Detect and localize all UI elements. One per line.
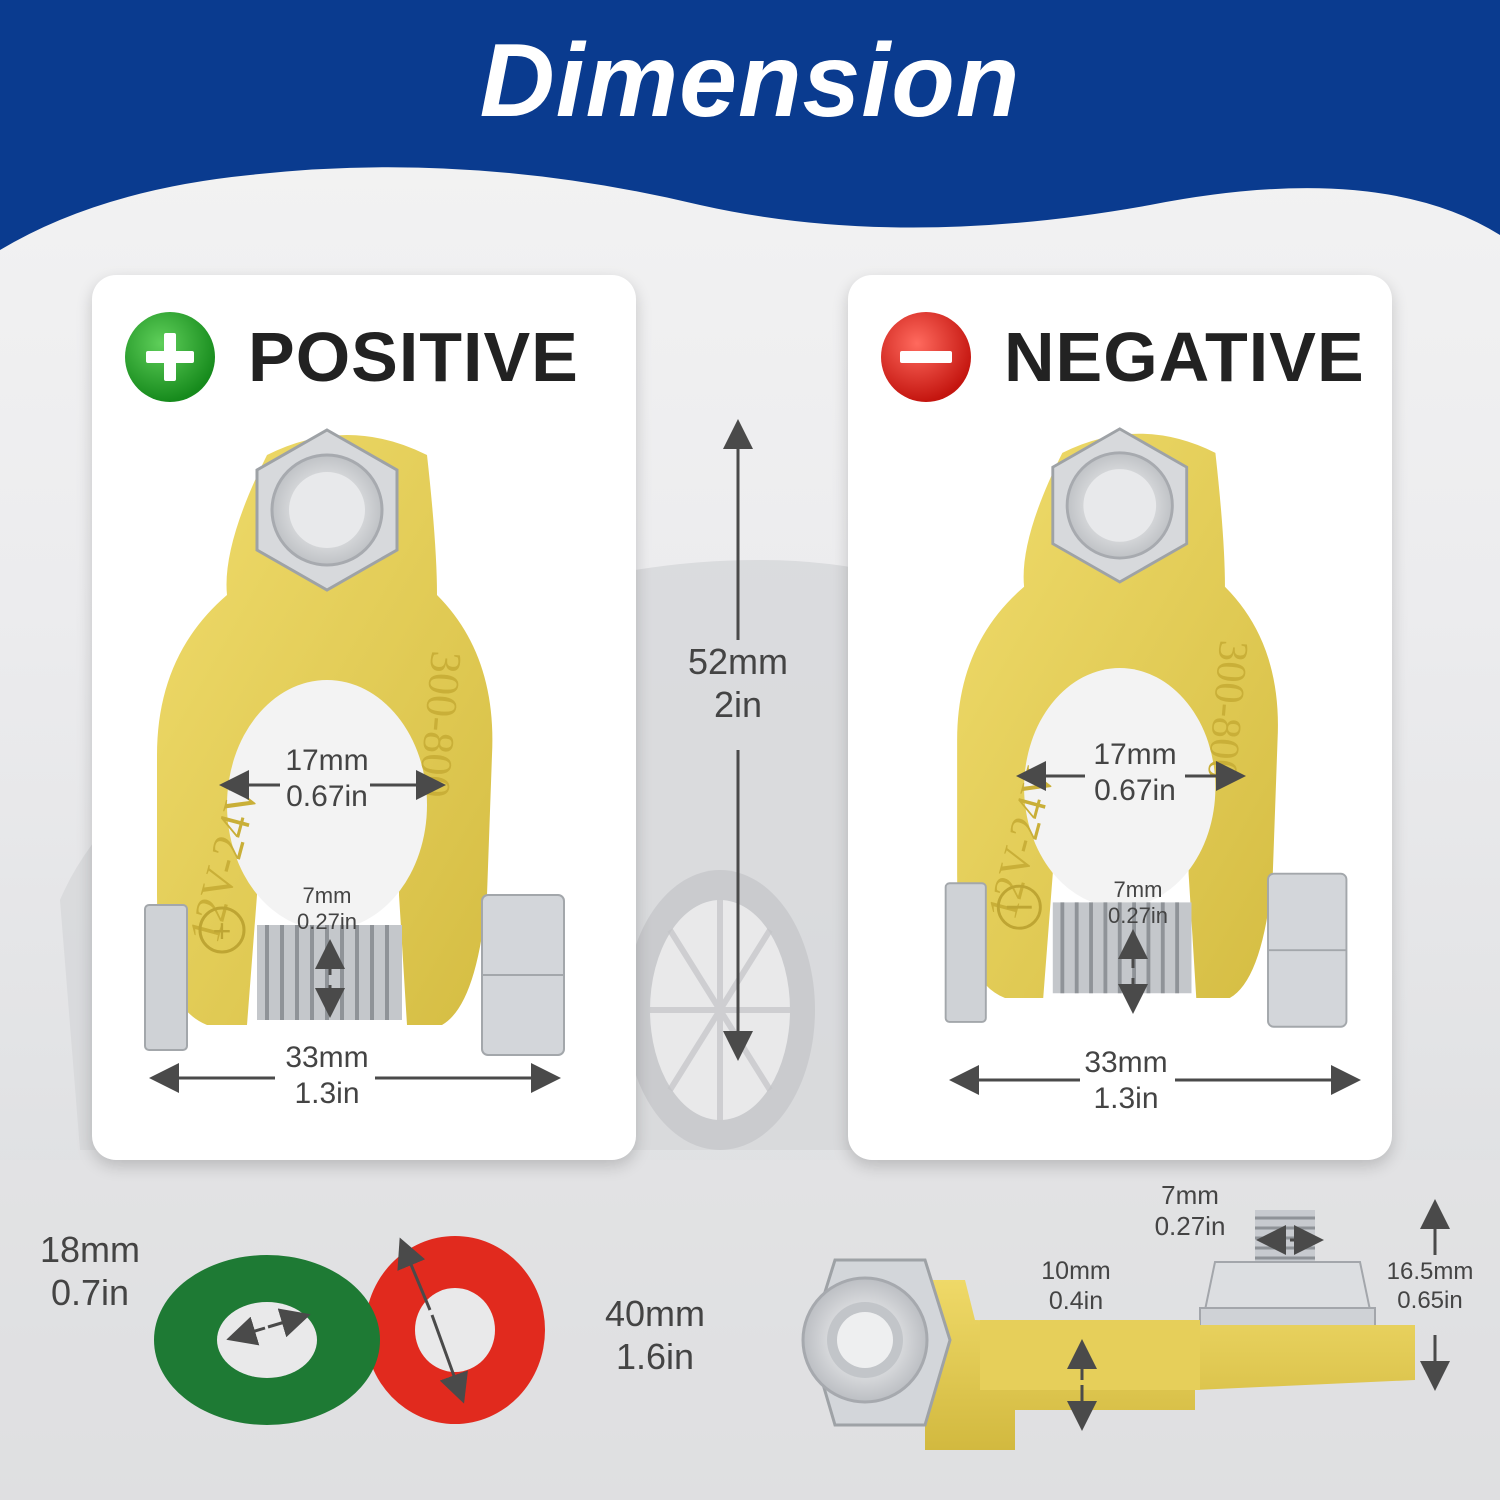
positive-bolt-mm: 7mm xyxy=(302,883,352,908)
washer-inner-in: 0.7in xyxy=(50,1272,130,1314)
plus-icon xyxy=(124,311,216,403)
positive-label: POSITIVE xyxy=(248,318,579,396)
height-in: 2in xyxy=(713,684,763,726)
side-thickness-mm: 10mm xyxy=(1041,1257,1111,1285)
negative-clamp-image: 12V-24V 300-800 xyxy=(944,427,1348,1028)
negative-hole-in: 0.67in xyxy=(1094,774,1176,807)
negative-label: NEGATIVE xyxy=(1004,318,1365,396)
positive-width-in: 1.3in xyxy=(294,1077,360,1110)
header-banner xyxy=(0,0,1500,250)
side-thickness-dimension: 10mm 0.4in xyxy=(1028,1256,1124,1316)
washer-outer-dimension: 40mm 1.6in xyxy=(590,1292,720,1378)
side-height-in: 0.65in xyxy=(1397,1286,1463,1314)
washer-outer-in: 1.6in xyxy=(615,1336,695,1378)
positive-card-header: POSITIVE xyxy=(124,311,579,403)
negative-hole-dimension: 17mm 0.67in xyxy=(1060,737,1210,809)
positive-hole-in: 0.67in xyxy=(286,780,368,813)
washer-inner-dimension: 18mm 0.7in xyxy=(25,1228,155,1314)
negative-width-mm: 33mm xyxy=(1084,1046,1168,1079)
positive-width-dimension: 33mm 1.3in xyxy=(277,1040,377,1112)
negative-bolt-in: 0.27in xyxy=(1108,903,1168,929)
page-title: Dimension xyxy=(479,23,1021,139)
side-height-dimension: 16.5mm 0.65in xyxy=(1380,1258,1480,1316)
felt-washers-image xyxy=(154,1236,545,1425)
minus-icon xyxy=(880,311,972,403)
positive-width-mm: 33mm xyxy=(285,1041,369,1074)
positive-card: POSITIVE 12V-24V 300-800 + xyxy=(92,275,636,1160)
height-dimension: 52mm 2in xyxy=(672,640,804,726)
svg-text:+: + xyxy=(213,913,232,949)
washer-inner-mm: 18mm xyxy=(39,1229,141,1270)
negative-card-header: NEGATIVE xyxy=(880,311,1365,403)
side-bolt-in: 0.27in xyxy=(1154,1211,1226,1242)
negative-width-in: 1.3in xyxy=(1093,1082,1159,1115)
terminal-side-view-image xyxy=(801,1210,1415,1450)
washer-outer-mm: 40mm xyxy=(604,1293,706,1334)
negative-card: NEGATIVE 12V-24V 300-800 xyxy=(848,275,1392,1160)
negative-width-dimension: 33mm 1.3in xyxy=(1076,1045,1176,1117)
positive-hole-mm: 17mm xyxy=(285,744,369,777)
negative-hole-mm: 17mm xyxy=(1093,738,1177,771)
negative-bolt-mm: 7mm xyxy=(1113,877,1163,902)
side-height-mm: 16.5mm xyxy=(1386,1258,1474,1285)
positive-bolt-dimension: 7mm 0.27in xyxy=(292,883,362,936)
negative-bolt-dimension: 7mm 0.27in xyxy=(1103,877,1173,930)
side-thickness-in: 0.4in xyxy=(1048,1287,1104,1315)
height-mm: 52mm xyxy=(687,641,789,682)
side-bolt-mm: 7mm xyxy=(1161,1180,1219,1210)
side-bolt-dimension: 7mm 0.27in xyxy=(1145,1180,1235,1242)
positive-bolt-in: 0.27in xyxy=(297,909,357,935)
positive-hole-dimension: 17mm 0.67in xyxy=(252,743,402,815)
